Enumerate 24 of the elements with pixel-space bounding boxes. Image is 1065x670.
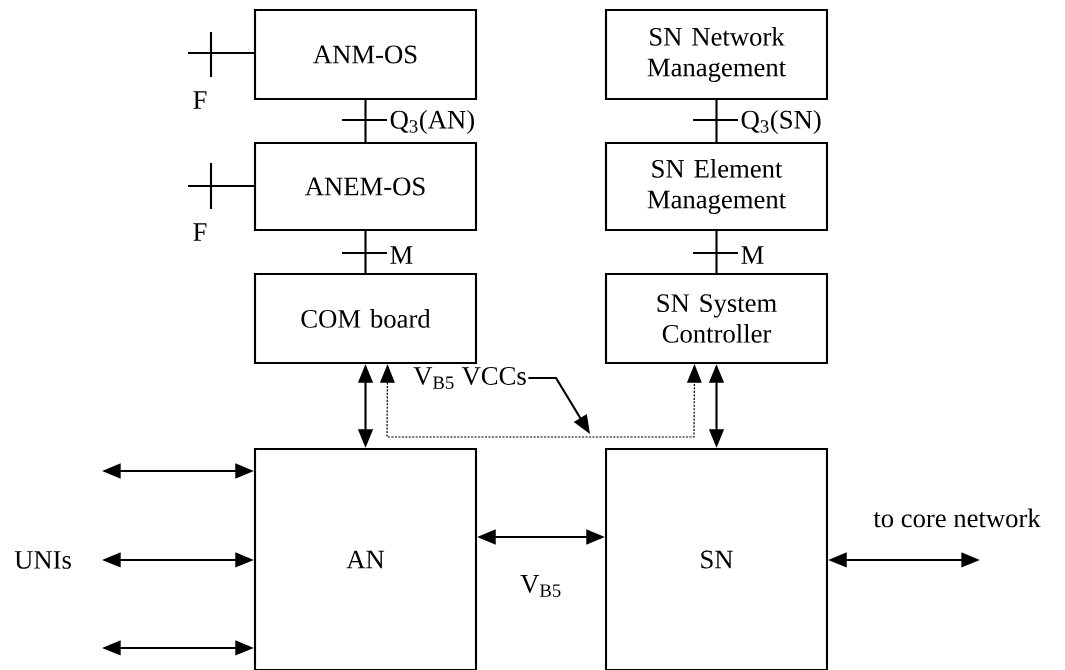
edge-label: M — [390, 246, 413, 264]
edge-label: F — [193, 91, 207, 109]
edge-label: V$_{B5}$ — [520, 575, 561, 597]
interface-label: UNIs — [14, 551, 71, 569]
edge-label: F — [193, 223, 207, 241]
block-box: SN — [604, 447, 829, 670]
block-box: ANM-OS — [253, 8, 478, 101]
reference-point-line — [691, 99, 740, 143]
reference-point-line — [340, 99, 389, 143]
block-box: SN Element Management — [604, 141, 829, 232]
edge-label: Q$_{3}$(SN) — [741, 109, 821, 135]
block-box: SN System Controller — [604, 272, 829, 365]
reference-point-line — [691, 230, 740, 274]
edge-label: M — [741, 246, 764, 264]
block-box: SN Network Management — [604, 8, 829, 101]
block-box: AN — [253, 447, 478, 670]
bare-label: V$_{B5}$ VCCs — [413, 367, 526, 389]
reference-point-line — [186, 30, 255, 79]
block-box: ANEM-OS — [253, 141, 478, 232]
block-box: COM board — [253, 272, 478, 365]
edge-label: Q$_{3}$(AN) — [390, 109, 474, 135]
reference-point-line — [186, 161, 255, 211]
reference-point-line — [340, 230, 389, 274]
edge-label: to core network — [873, 508, 1041, 528]
